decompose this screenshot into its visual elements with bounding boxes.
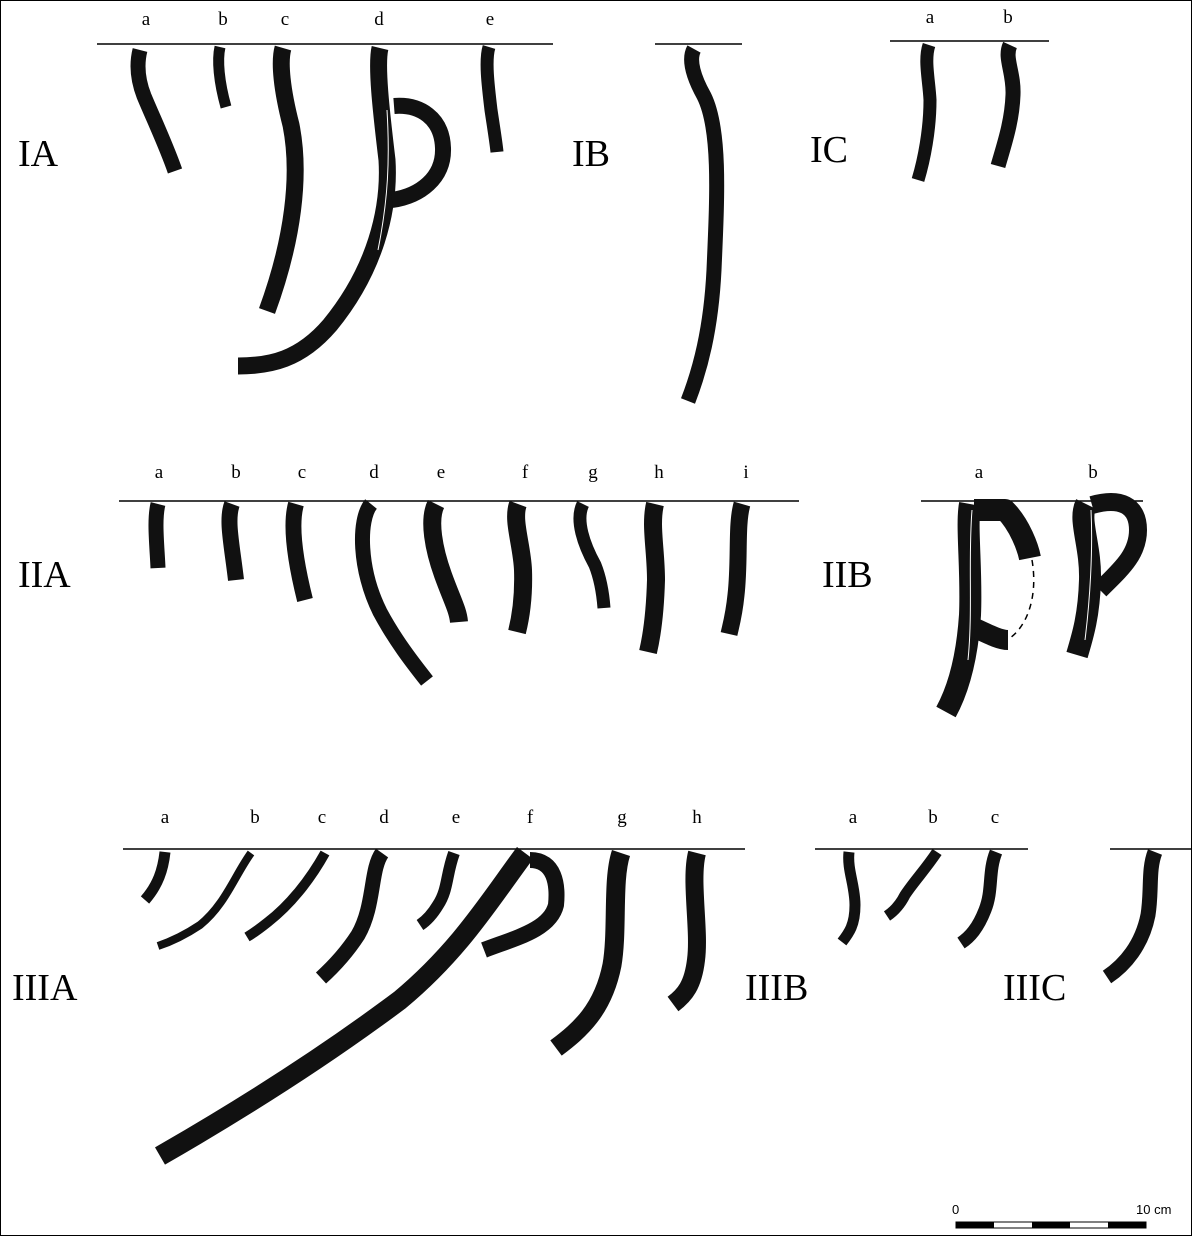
- sherd-label-IA-b: b: [218, 9, 228, 30]
- join-line-IIB-b: [1084, 509, 1093, 641]
- scale-start-label: 0: [952, 1202, 959, 1217]
- sherd-label-IIIA-b: b: [250, 807, 260, 828]
- group-label-IIB: IIB: [822, 554, 873, 596]
- sherd-label-IC-b: b: [1003, 7, 1013, 28]
- sherd-label-IIA-f: f: [522, 462, 529, 483]
- sherd-label-IIA-a: a: [155, 462, 164, 483]
- group-label-IIA: IIA: [18, 554, 71, 596]
- profile-IIB-a-handle-top: [974, 499, 1041, 561]
- group-label-IIIB: IIIB: [745, 967, 808, 1009]
- profile-IA-e: [480, 45, 504, 153]
- scale-segment-5: [1108, 1222, 1146, 1228]
- profile-IIB-a-handle-bottom: [970, 618, 1009, 650]
- sherd-label-IIIA-d: d: [379, 807, 389, 828]
- sherd-label-IIA-h: h: [654, 462, 664, 483]
- sherd-label-IA-c: c: [281, 9, 289, 30]
- sherd-label-IIA-e: e: [437, 462, 445, 483]
- profile-IIA-f: [507, 500, 533, 635]
- sherd-label-IIA-g: g: [588, 462, 598, 483]
- scale-bar: 0 10 cm: [952, 1202, 1171, 1229]
- group-label-IC: IC: [810, 129, 848, 171]
- scale-segment-3: [1032, 1222, 1070, 1228]
- profile-IIIA-h: [667, 850, 706, 1012]
- profile-IIIB-c: [957, 849, 1003, 949]
- profile-IA-d-handle: [390, 97, 451, 208]
- sherd-label-IA-e: e: [486, 9, 494, 30]
- sherd-label-IIIA-f: f: [527, 807, 534, 828]
- profile-IIIA-f-handle: [481, 852, 565, 958]
- sherd-label-IIIA-a: a: [161, 807, 170, 828]
- profile-IIB-b: [1066, 499, 1102, 659]
- group-label-IIIC: IIIC: [1003, 967, 1066, 1009]
- profile-IA-b: [213, 45, 232, 109]
- sherd-label-IIIB-c: c: [991, 807, 999, 828]
- profile-IIIB-b: [883, 848, 942, 921]
- profile-IIA-d: [355, 499, 433, 686]
- profile-IIIA-e: [416, 850, 460, 930]
- sherd-label-IIA-d: d: [369, 462, 379, 483]
- profile-IC-b: [990, 41, 1021, 169]
- profile-IIIC: [1102, 849, 1163, 984]
- profile-IIA-b: [221, 501, 244, 581]
- profile-IC-a: [911, 42, 937, 182]
- sherd-label-IIA-c: c: [298, 462, 306, 483]
- profile-IIA-g: [573, 501, 611, 609]
- profile-IA-d: [237, 46, 396, 375]
- profile-IB: [681, 45, 725, 404]
- sherd-label-IA-a: a: [142, 9, 151, 30]
- profile-IIB-a-handle-restored: [1009, 559, 1035, 639]
- profile-IIB-b-handle: [1089, 493, 1147, 597]
- sherd-label-IIB-a: a: [975, 462, 984, 483]
- profile-IIA-c: [285, 501, 313, 602]
- profile-IIIA-d: [315, 848, 389, 984]
- sherd-label-IIIA-h: h: [692, 807, 702, 828]
- sherd-label-IIIB-b: b: [928, 807, 938, 828]
- scale-segment-1: [956, 1222, 994, 1228]
- profile-IIA-h: [639, 501, 665, 655]
- scale-end-label: 10 cm: [1136, 1202, 1171, 1217]
- sherd-label-IIIA-c: c: [318, 807, 326, 828]
- sherd-label-IIIB-a: a: [849, 807, 858, 828]
- profile-IIIA-g: [550, 850, 631, 1056]
- sherd-label-IIA-b: b: [231, 462, 241, 483]
- profile-IIIA-a: [140, 851, 171, 904]
- sherd-label-IC-a: a: [926, 7, 935, 28]
- rim-lines: [97, 40, 1192, 850]
- profile-IIIA-f: [155, 847, 534, 1165]
- join-line-IIB-a: [967, 509, 973, 661]
- profile-IIA-a: [148, 502, 166, 569]
- sherd-label-IIIA-e: e: [452, 807, 460, 828]
- group-label-IA: IA: [18, 133, 59, 175]
- join-line-IA-d: [377, 109, 389, 251]
- profile-IA-a: [130, 48, 183, 174]
- sherd-label-IIA-i: i: [743, 462, 748, 483]
- group-label-IB: IB: [572, 133, 610, 175]
- profile-IIA-i: [720, 501, 751, 636]
- sherd-label-IIB-b: b: [1088, 462, 1098, 483]
- group-label-IIIA: IIIA: [12, 967, 78, 1009]
- profile-IIIA-b: [156, 850, 255, 950]
- profile-IA-c: [259, 45, 304, 314]
- profile-IIA-e: [423, 499, 468, 624]
- profile-IIIA-c: [244, 850, 330, 942]
- sherd-label-IA-d: d: [374, 9, 384, 30]
- sherd-label-IIIA-g: g: [617, 807, 627, 828]
- profile-IIIB-a: [837, 851, 861, 946]
